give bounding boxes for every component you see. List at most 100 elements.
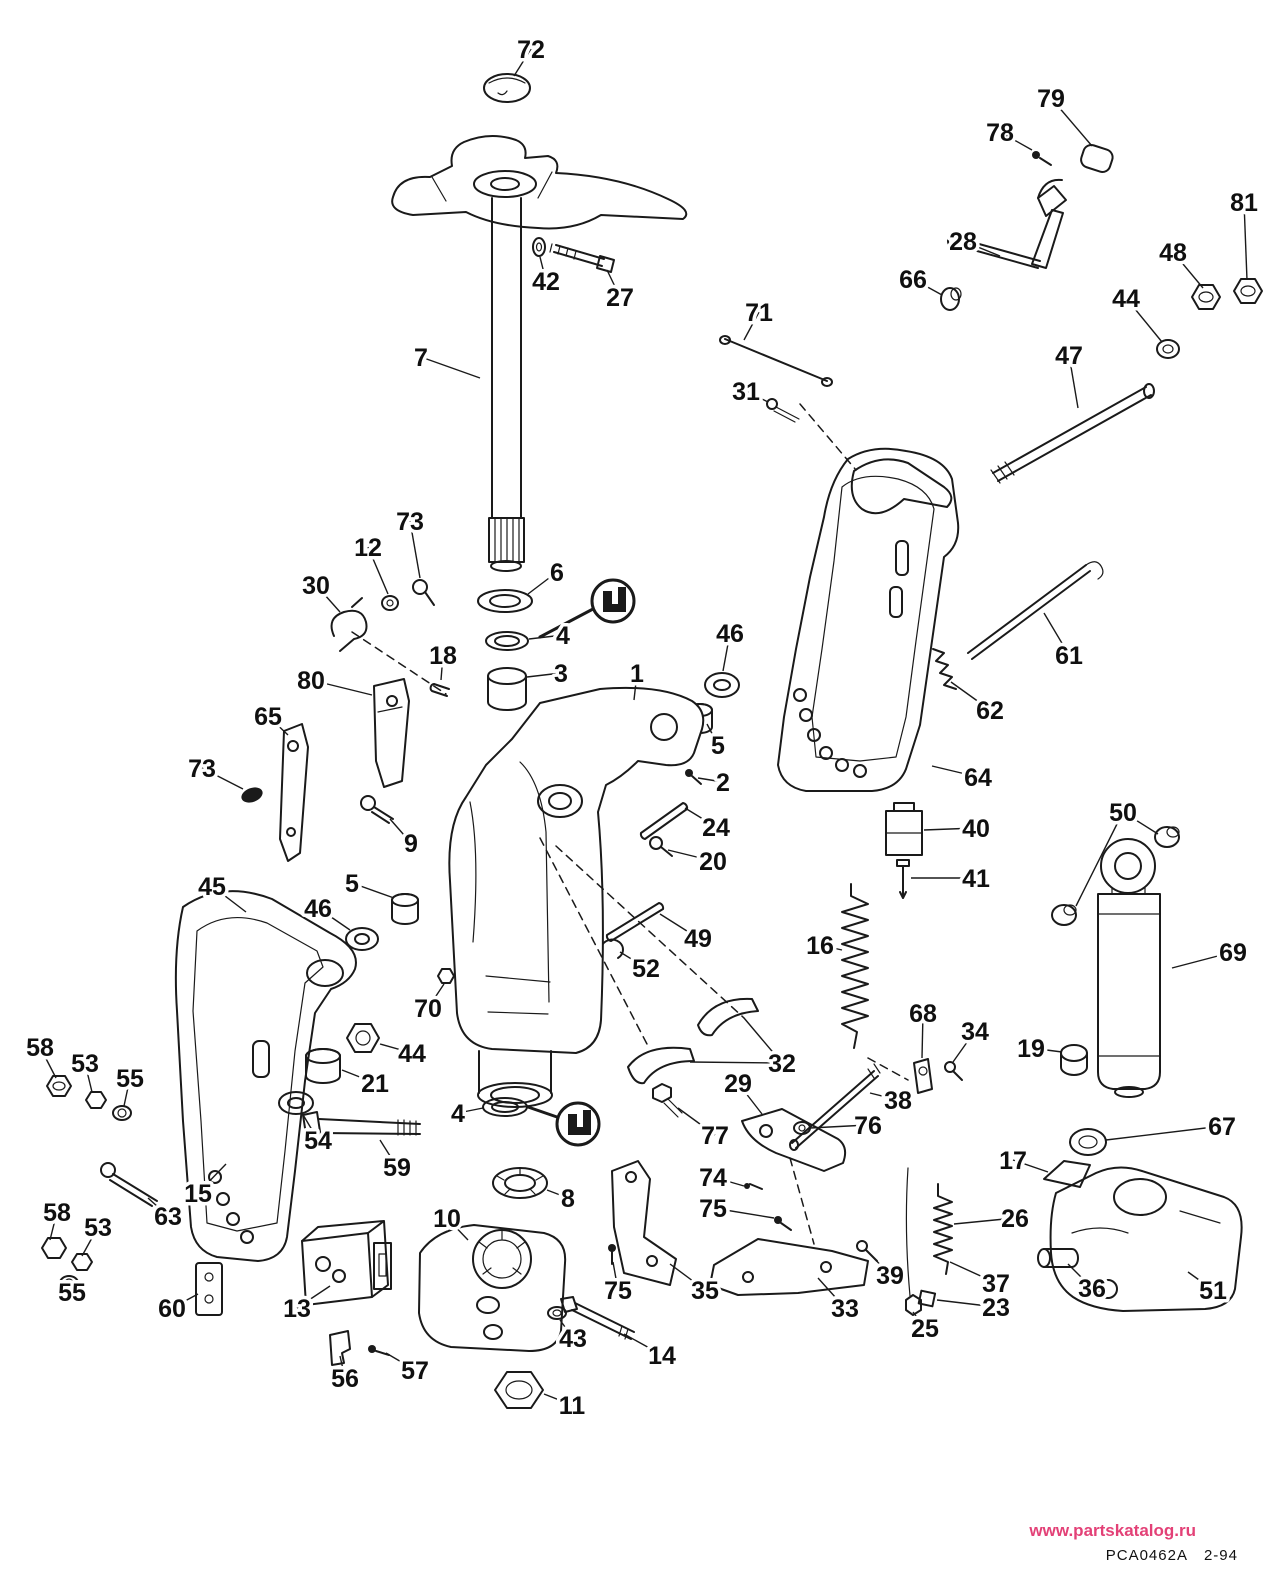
spring-drawing-62 (932, 648, 957, 690)
leader-line (1243, 201, 1248, 281)
washer-drawing-44-top (1156, 339, 1180, 359)
part-label-11: 11 (559, 1392, 586, 1420)
part-label-7: 7 (414, 344, 428, 372)
part-label-2: 2 (716, 769, 730, 797)
thrust-washer-drawing-6 (477, 589, 533, 613)
leader-line (809, 1124, 869, 1129)
part-label-79: 79 (1037, 85, 1065, 113)
leader-line (385, 1352, 416, 1371)
leader-line (84, 1062, 93, 1093)
clip-drawing-23 (917, 1289, 937, 1308)
part-label-53: 53 (71, 1050, 99, 1078)
pin-drawing-36 (1037, 1248, 1079, 1268)
plug-drawing-73-left (241, 787, 263, 803)
pin-drawing-18 (429, 683, 450, 697)
part-label-12: 12 (354, 534, 382, 562)
seal-drawing-4-upper (485, 631, 529, 651)
lubricant-symbol-lower (526, 1101, 601, 1147)
part-label-50: 50 (1109, 799, 1137, 827)
leader-line (446, 1217, 469, 1241)
leader-line (317, 907, 351, 931)
lubricant-symbol-upper (538, 578, 636, 639)
part-label-36: 36 (1078, 1275, 1106, 1303)
bearing-drawing-8 (492, 1167, 548, 1199)
washer-drawing-54 (278, 1091, 314, 1115)
spring-drawing-16 (841, 883, 869, 1049)
part-label-10: 10 (433, 1205, 461, 1233)
leader-line (513, 48, 532, 77)
leader-line (689, 1061, 783, 1064)
screw-drawing-75a (774, 1216, 792, 1231)
leader-line (936, 1299, 997, 1308)
part-label-32: 32 (768, 1050, 796, 1078)
washer-drawing-46-right (704, 672, 740, 698)
pin-drawing-24 (639, 802, 689, 840)
wire-link-drawing-25 (905, 1167, 922, 1316)
leader-line (1068, 354, 1079, 409)
part-label-17: 17 (999, 1147, 1027, 1175)
part-label-56: 56 (331, 1365, 359, 1393)
leader-line (351, 882, 395, 899)
plate-drawing-60 (195, 1262, 223, 1316)
part-label-27: 27 (606, 284, 634, 312)
pin-drawing-49 (605, 902, 665, 942)
part-label-25: 25 (911, 1315, 939, 1343)
leader-line (171, 1293, 199, 1309)
leader-line (819, 944, 843, 951)
part-label-5: 5 (711, 732, 725, 760)
leader-line (1125, 297, 1163, 343)
link-rod-drawing-61 (967, 561, 1104, 660)
leader-line (296, 1285, 331, 1309)
leader-line (912, 1311, 926, 1329)
leader-line (81, 1226, 99, 1257)
part-label-68: 68 (909, 1000, 937, 1028)
leader-line (68, 1283, 73, 1293)
cap-drawing-72 (483, 73, 531, 103)
part-label-55: 55 (116, 1065, 144, 1093)
part-label-26: 26 (1001, 1205, 1029, 1233)
bushing-drawing-19 (1060, 1044, 1088, 1076)
part-label-65: 65 (254, 703, 282, 731)
part-label-78: 78 (986, 119, 1014, 147)
leader-line (931, 765, 979, 778)
leader-line (659, 913, 699, 939)
leader-line (1172, 251, 1204, 289)
leader-line (923, 827, 977, 831)
nut-drawing-48 (1191, 284, 1221, 310)
part-label-72: 72 (517, 36, 545, 64)
part-label-44: 44 (398, 1040, 426, 1068)
part-label-53: 53 (84, 1214, 112, 1242)
link-plate-drawing-65 (279, 723, 309, 862)
part-label-61: 61 (1055, 642, 1083, 670)
part-label-75: 75 (699, 1195, 727, 1223)
part-label-3: 3 (554, 660, 568, 688)
spring-drawing-26 (933, 1183, 953, 1275)
part-label-54: 54 (304, 1127, 332, 1155)
rod-drawing-38 (789, 1063, 881, 1151)
tilt-shaft-drawing-47 (990, 383, 1155, 484)
part-label-67: 67 (1208, 1113, 1236, 1141)
swivel-shaft-drawing (488, 197, 525, 572)
part-label-24: 24 (702, 814, 730, 842)
leader-line (341, 1069, 376, 1084)
part-label-13: 13 (283, 1295, 311, 1323)
washer-drawing-46-left (345, 927, 379, 951)
leader-line (619, 951, 647, 969)
leader-line (1075, 811, 1124, 907)
leader-line (39, 1046, 57, 1079)
bushing-drawing-3 (487, 667, 527, 711)
leader-line (546, 1189, 569, 1199)
part-label-43: 43 (559, 1325, 587, 1353)
leader-line (1171, 951, 1234, 969)
spring-clip-drawing-30 (330, 597, 368, 652)
bracket-drawing-35 (611, 1160, 677, 1286)
leader-line (669, 1263, 706, 1291)
leader-line (123, 1077, 131, 1107)
revision-code: 2-94 (1203, 1547, 1238, 1564)
leader-line (339, 1355, 346, 1379)
part-label-60: 60 (158, 1295, 186, 1323)
lift-rod-drawing-28 (947, 178, 1067, 269)
watermark: www.partskatalog.ru (1029, 1521, 1196, 1540)
